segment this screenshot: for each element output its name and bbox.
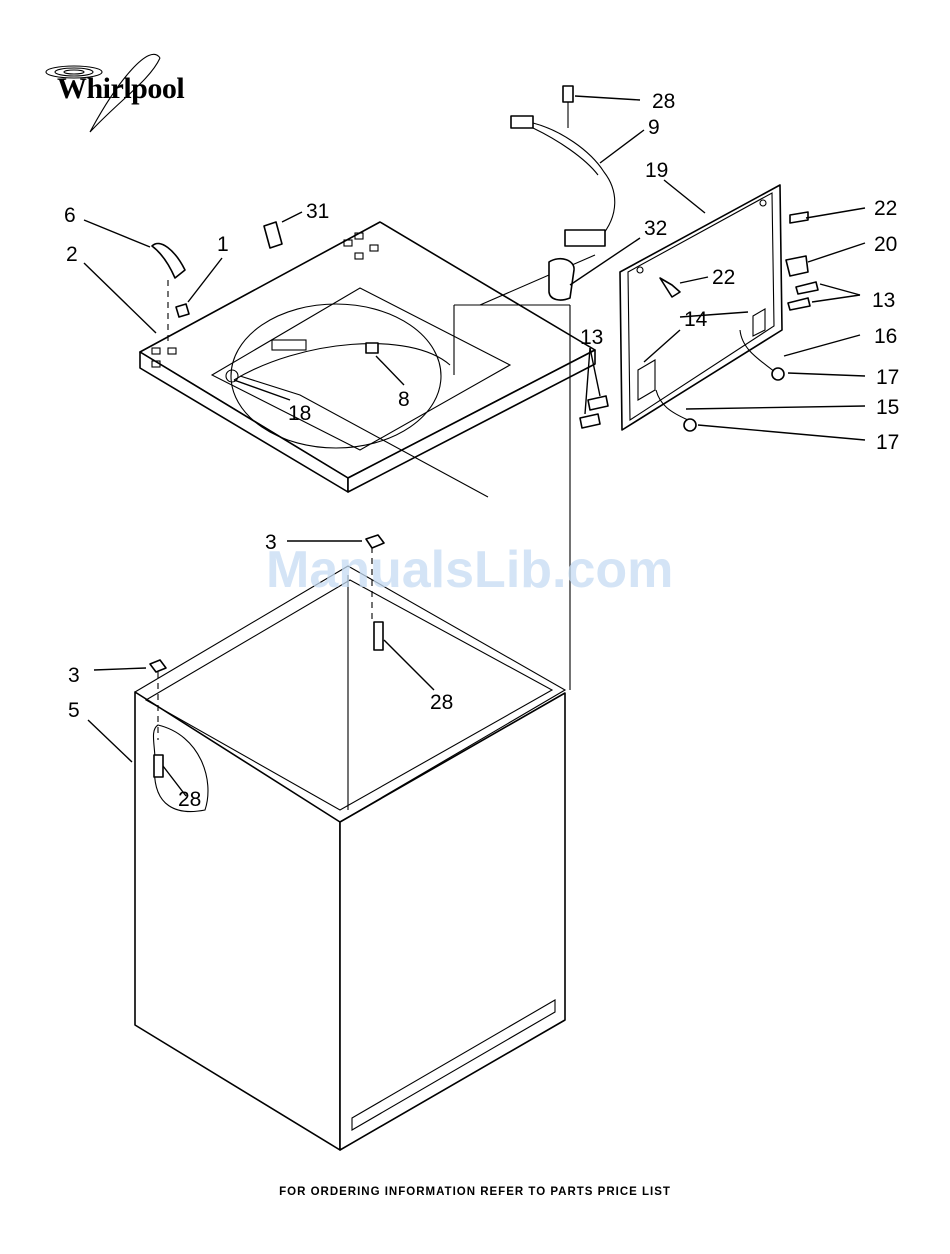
- callout-8: 8: [398, 388, 410, 411]
- callout-28-lower: 28: [178, 788, 201, 811]
- washer-top-assembly: [140, 222, 595, 497]
- callout-9: 9: [648, 116, 660, 139]
- callout-15: 15: [876, 396, 899, 419]
- callout-32: 32: [644, 217, 667, 240]
- brand-name: Whirlpool: [57, 72, 184, 106]
- cabinet: [135, 566, 565, 1150]
- callout-31: 31: [306, 200, 329, 223]
- callout-2: 2: [66, 243, 78, 266]
- callout-22-left: 22: [712, 266, 735, 289]
- callout-6: 6: [64, 204, 76, 227]
- lid-switch-harness: [511, 116, 615, 300]
- callout-28-top: 28: [652, 90, 675, 113]
- callout-3-outer: 3: [68, 664, 80, 687]
- callout-28-middle: 28: [430, 691, 453, 714]
- callout-18: 18: [288, 402, 311, 425]
- footer-note: FOR ORDERING INFORMATION REFER TO PARTS …: [0, 1186, 950, 1198]
- callout-20: 20: [874, 233, 897, 256]
- callout-14: 14: [684, 308, 708, 331]
- callout-5: 5: [68, 699, 80, 722]
- leader-lines: [84, 96, 865, 796]
- callout-19: 19: [645, 159, 668, 182]
- callout-13-left: 13: [580, 326, 603, 349]
- callout-17-upper: 17: [876, 366, 899, 389]
- callout-16: 16: [874, 325, 897, 348]
- callout-1: 1: [217, 233, 229, 256]
- callout-17-lower: 17: [876, 431, 899, 454]
- callout-13-right: 13: [872, 289, 895, 312]
- watermark: ManualsLib.com: [266, 540, 673, 600]
- callout-22-right: 22: [874, 197, 897, 220]
